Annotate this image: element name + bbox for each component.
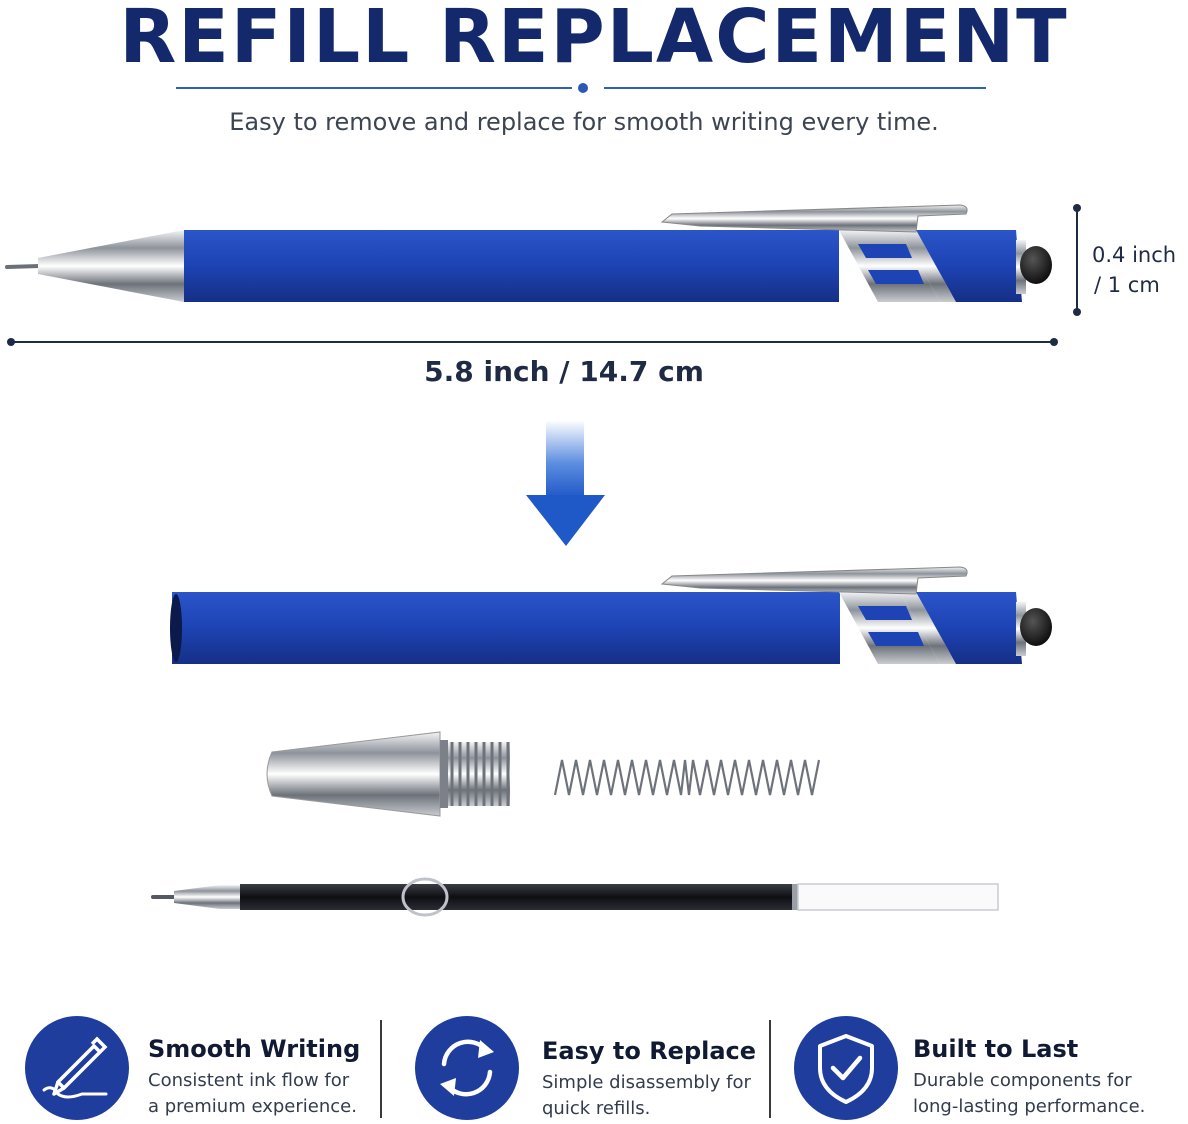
spring-part <box>553 759 821 796</box>
pen-clip <box>660 204 968 233</box>
ink-refill-part <box>151 877 999 917</box>
length-label: 5.8 inch / 14.7 cm <box>424 355 704 388</box>
assembled-pen <box>5 204 1052 302</box>
pen-writing-icon <box>25 1016 129 1120</box>
feature-desc: Durable components for long-lasting perf… <box>913 1068 1183 1120</box>
chrome-tip-part <box>266 731 510 817</box>
page-title: REFILL REPLACEMENT <box>119 0 1069 80</box>
diameter-label-line1: 0.4 inch <box>1092 243 1177 267</box>
title-rule-left <box>176 87 572 89</box>
feature-desc-line: quick refills. <box>542 1098 651 1119</box>
stylus-tip <box>1020 246 1052 284</box>
feature-desc: Consistent ink flow for a premium experi… <box>148 1068 388 1120</box>
pen-cone <box>38 230 184 302</box>
feature-divider <box>769 1020 771 1118</box>
feature-desc-line: Durable components for <box>913 1070 1132 1091</box>
feature-desc: Simple disassembly for quick refills. <box>542 1070 782 1122</box>
pen-barrel-disassembled <box>170 566 1052 664</box>
feature-title: Built to Last <box>913 1035 1079 1063</box>
page-subtitle: Easy to remove and replace for smooth wr… <box>229 108 939 136</box>
feature-desc-line: long-lasting performance. <box>913 1096 1146 1117</box>
down-arrow-icon <box>526 420 605 546</box>
shield-check-icon <box>794 1016 898 1120</box>
feature-desc-line: Consistent ink flow for <box>148 1070 350 1091</box>
feature-title: Smooth Writing <box>148 1035 361 1063</box>
pen-tip-point <box>5 264 42 269</box>
feature-title: Easy to Replace <box>542 1037 757 1065</box>
diameter-label: 0.4 inch / 1 cm <box>1092 240 1188 300</box>
pen-barrel <box>184 230 839 302</box>
feature-divider <box>380 1020 382 1118</box>
feature-desc-line: a premium experience. <box>148 1096 357 1117</box>
title-rule-right <box>604 87 986 89</box>
diameter-label-line2: / 1 cm <box>1094 273 1160 297</box>
feature-desc-line: Simple disassembly for <box>542 1072 751 1093</box>
refresh-icon <box>415 1016 519 1120</box>
title-rule-dot <box>578 83 588 93</box>
